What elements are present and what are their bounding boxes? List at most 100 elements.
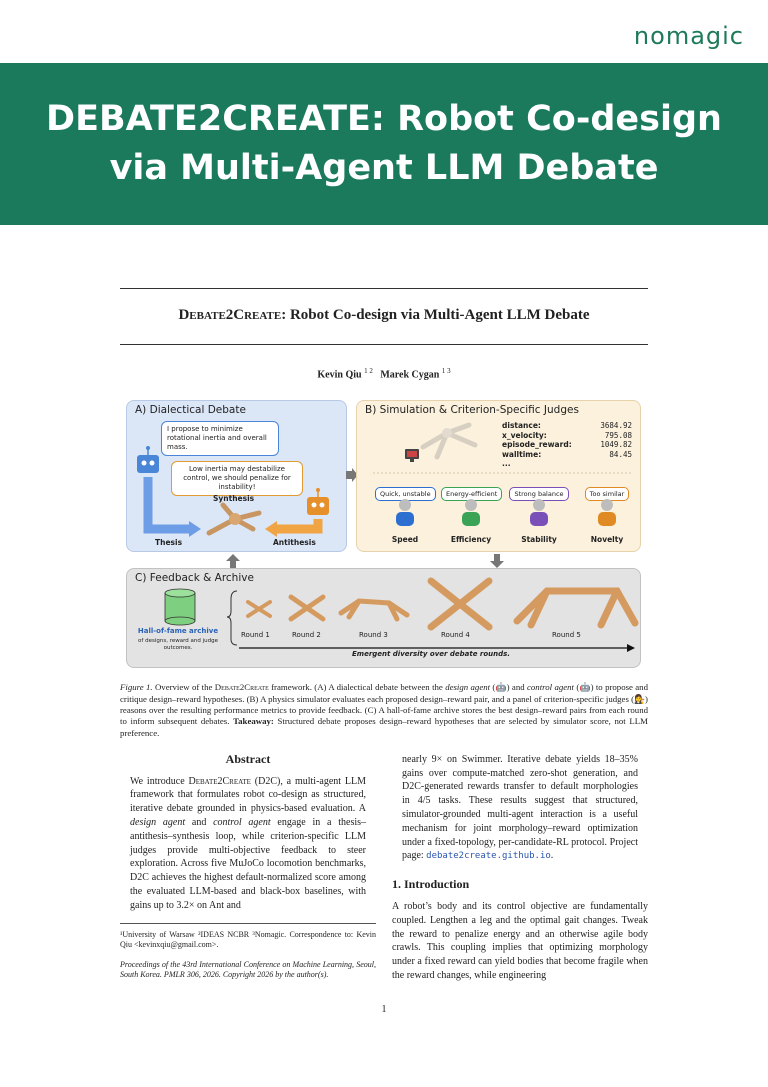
round-label: Round 4 [441, 631, 470, 640]
judge-name: Speed [391, 535, 419, 545]
metric-row: ... [502, 459, 632, 469]
figure-1: A) Dialectical Debate I propose to minim… [120, 400, 648, 670]
caption-control-agent: control agent [527, 682, 574, 693]
robot-round-3-icon [338, 598, 410, 622]
top-rule [120, 288, 648, 289]
judge-name: Novelty [590, 535, 624, 545]
paper-page: Debate2Create: Robot Co-design via Multi… [120, 288, 648, 983]
caption-text: framework. (A) A dialectical debate betw… [268, 682, 446, 693]
abstract-framework: Debate2Create [188, 775, 251, 787]
introduction-text: A robot’s body and its control objective… [392, 900, 648, 981]
round-label: Round 2 [292, 631, 321, 640]
panel-c-title: C) Feedback & Archive [135, 572, 254, 585]
panel-c-graphics [164, 577, 639, 653]
panel-b-graphics [373, 422, 632, 474]
abstract-design-agent: design agent [130, 817, 186, 828]
panel-a-graphics [137, 446, 329, 538]
judge-icon [530, 499, 548, 527]
robot-round-4-icon [427, 577, 493, 631]
metric-value: 3684.92 [600, 421, 632, 431]
abstract-continued: nearly 9× on Swimmer. Iterative debate y… [392, 753, 648, 864]
metric-row: episode_reward:1049.82 [502, 440, 632, 450]
caption-design-agent: design agent [445, 682, 491, 693]
abstract-control-agent: control agent [213, 817, 271, 828]
caption-text: Overview of the [152, 682, 215, 693]
caption-framework: Debate2Create [214, 682, 269, 693]
arrow-up-icon [226, 554, 240, 569]
panel-simulation-judges: B) Simulation & Criterion-Specific Judge… [356, 400, 641, 553]
paper-title-rest: : Robot Co-design via Multi-Agent LLM De… [281, 307, 590, 323]
synthesis-label: Synthesis [213, 494, 255, 504]
author-affil: 1 3 [441, 367, 451, 375]
figure-caption: Figure 1. Overview of the Debate2Create … [120, 682, 648, 738]
design-robot-icon [137, 446, 159, 474]
abstract-span: and [185, 817, 214, 828]
title-banner: DEBATE2CREATE: Robot Co-design via Multi… [0, 63, 768, 225]
control-agent-bubble: Low inertia may destabilize control, we … [171, 461, 303, 497]
author-name: Kevin Qiu [317, 369, 362, 381]
metric-row: distance: 3684.92 [502, 421, 632, 431]
panel-dialectical-debate: A) Dialectical Debate I propose to minim… [126, 400, 347, 553]
author-affil: 1 2 [364, 367, 373, 375]
left-column: Abstract We introduce Debate2Create (D2C… [120, 751, 376, 983]
arrow-right-icon [346, 468, 358, 483]
abstract-span: engage in a thesis–antithesis–synthesis … [130, 817, 367, 911]
introduction-heading: 1. Introduction [392, 877, 470, 892]
round-label: Round 1 [241, 631, 270, 640]
monitor-icon [405, 449, 419, 463]
paper-title-name: Debate2Create [178, 307, 282, 323]
caption-takeaway: Takeaway: [233, 716, 274, 727]
metric-row: x_velocity:795.08 [502, 431, 632, 441]
judge-icon [598, 499, 616, 527]
metric-row: walltime: 84.45 [502, 450, 632, 460]
judge-icon [462, 499, 480, 527]
emergent-diversity-label: Emergent diversity over debate rounds. [352, 650, 510, 659]
judge-name: Stability [521, 535, 557, 545]
page-number: 1 [381, 1004, 387, 1015]
caption-label: Figure 1. [120, 682, 153, 693]
panel-a-title: A) Dialectical Debate [135, 404, 246, 417]
metric-value [582, 459, 632, 469]
author-name: Marek Cygan [380, 369, 440, 381]
proceedings-note: Proceedings of the 43rd International Co… [120, 959, 376, 979]
judge-speed: Quick, unstable Speed [375, 481, 436, 545]
abstract-span: (D2C), a multi-agent LLM framework that … [130, 775, 366, 815]
judge-name: Efficiency [450, 535, 492, 545]
abstract-span: . [550, 850, 554, 862]
affiliation-footnote: ¹University of Warsaw ²IDEAS NCBR ³Nomag… [120, 922, 376, 950]
archive-title: Hall-of-fame archive [137, 627, 219, 636]
design-agent-bubble: I propose to minimize rotational inertia… [161, 421, 279, 457]
metric-key: ... [502, 459, 511, 469]
abstract-heading: Abstract [225, 751, 271, 766]
antithesis-label: Antithesis [273, 538, 316, 548]
round-label: Round 5 [552, 631, 581, 640]
abstract-span: nearly 9× on Swimmer. Iterative debate y… [402, 753, 638, 862]
control-robot-icon [307, 488, 329, 516]
round-label: Round 3 [359, 631, 388, 640]
judge-icon [396, 499, 414, 527]
authors: Kevin Qiu 1 2 Marek Cygan 1 3 [120, 367, 648, 380]
metric-value: 84.45 [609, 449, 632, 459]
two-column-body: Abstract We introduce Debate2Create (D2C… [120, 751, 648, 983]
archive-subtitle: of designs, reward and judge outcomes. [138, 638, 218, 652]
arrow-down-icon [490, 554, 504, 569]
abstract-text: We introduce Debate2Create (D2C), a mult… [120, 775, 376, 913]
panel-b-letter: B) [365, 404, 377, 417]
bottom-rule [120, 344, 648, 345]
panel-b-title-text: Simulation & Criterion-Specific Judges [379, 404, 579, 417]
judge-stability: Strong balance Stability [509, 481, 569, 544]
metric-key: walltime: [502, 449, 542, 459]
metric-key: episode_reward: [502, 440, 572, 450]
judge-novelty: Too similar Novelty [577, 481, 637, 544]
brand-logo: nomagic [633, 22, 744, 50]
database-icon [164, 588, 196, 626]
panel-b-title: B) Simulation & Criterion-Specific Judge… [365, 404, 579, 416]
thesis-label: Thesis [155, 538, 183, 548]
judge-efficiency: Energy-efficient Efficiency [441, 481, 503, 545]
robot-round-5-icon [513, 587, 639, 629]
project-page-link[interactable]: debate2create.github.io [426, 851, 551, 862]
simulation-metrics: distance: 3684.92 x_velocity:795.08 episo… [502, 421, 632, 469]
right-column: nearly 9× on Swimmer. Iterative debate y… [392, 753, 648, 983]
metric-key: distance: [502, 421, 541, 431]
metric-value: 795.08 [604, 430, 632, 440]
